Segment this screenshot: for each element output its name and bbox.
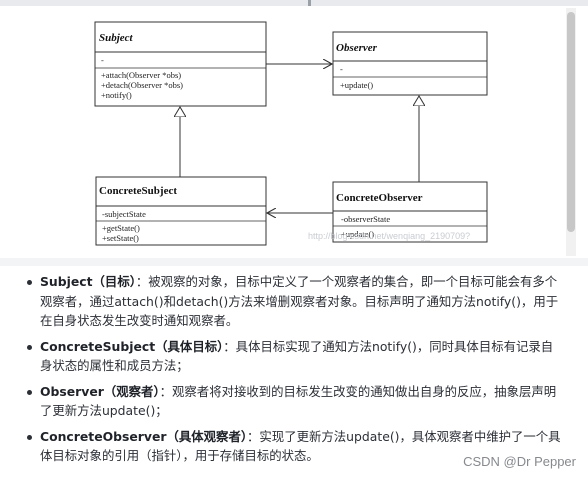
- section-divider: [0, 258, 588, 266]
- list-item-observer: Observer（观察者）：观察者将对接收到的目标发生改变的通知做出自身的反应，…: [27, 382, 562, 421]
- observer-method-update: +update(): [340, 80, 373, 90]
- desc-subject: ：被观察的对象，目标中定义了一个观察者的集合，即一个目标可能会有多个观察者，通过…: [40, 274, 559, 328]
- term-concrete-observer: ConcreteObserver（具体观察者）: [40, 428, 248, 444]
- top-marker: [308, 0, 311, 6]
- term-observer: Observer（观察者）: [40, 383, 160, 399]
- image-watermark: http://blog.csdn.net/wenqiang_2190709?: [308, 231, 470, 241]
- top-divider: [0, 0, 588, 6]
- role-description-list: Subject（目标）：被观察的对象，目标中定义了一个观察者的集合，即一个目标可…: [22, 272, 562, 472]
- class-observer-name: Observer: [336, 42, 378, 54]
- uml-canvas: Subject - +attach(Observer *obs) +detach…: [94, 21, 488, 246]
- class-concrete-observer: ConcreteObserver -observerState +update(…: [332, 181, 488, 243]
- class-subject-name: Subject: [99, 32, 134, 44]
- concrete-subject-method-getstate: +getState(): [102, 223, 140, 233]
- class-concrete-subject: ConcreteSubject -subjectState +getState(…: [95, 176, 267, 246]
- concrete-subject-method-setstate: +setState(): [102, 233, 139, 243]
- subject-attr-0: -: [101, 55, 104, 65]
- term-subject: Subject（目标）: [40, 274, 136, 289]
- subject-method-attach: +attach(Observer *obs): [101, 70, 181, 80]
- subject-method-detach: +detach(Observer *obs): [101, 80, 183, 90]
- class-concrete-subject-name: ConcreteSubject: [99, 185, 177, 197]
- list-item-subject: Subject（目标）：被观察的对象，目标中定义了一个观察者的集合，即一个目标可…: [27, 272, 562, 331]
- desc-concrete-observer: ：实现了更新方法update()，具体观察者中维护了一个具体目标对象的引用（指针…: [40, 428, 561, 464]
- list-item-concrete-observer: ConcreteObserver（具体观察者）：实现了更新方法update()，…: [27, 427, 562, 466]
- list-item-concrete-subject: ConcreteSubject（具体目标）：具体目标实现了通知方法notify(…: [27, 337, 562, 376]
- csdn-credit: CSDN @Dr Pepper: [463, 454, 576, 469]
- class-concrete-observer-name: ConcreteObserver: [336, 192, 423, 204]
- desc-observer: ：观察者将对接收到的目标发生改变的通知做出自身的反应，抽象层声明了更新方法upd…: [40, 383, 557, 419]
- concrete-observer-method-update: +update(): [341, 229, 374, 239]
- concrete-observer-attr-state: -observerState: [341, 214, 390, 224]
- uml-class-diagram: Subject - +attach(Observer *obs) +detach…: [70, 8, 560, 256]
- class-observer: Observer - +update(): [332, 31, 488, 96]
- desc-concrete-subject: ：具体目标实现了通知方法notify()，同时具体目标有记录自身状态的属性和成员…: [40, 338, 554, 374]
- concrete-subject-attr-state: -subjectState: [102, 209, 146, 219]
- subject-method-notify: +notify(): [101, 90, 132, 100]
- scrollbar-thumb[interactable]: [567, 12, 575, 232]
- class-subject: Subject - +attach(Observer *obs) +detach…: [94, 21, 267, 107]
- term-concrete-subject: ConcreteSubject（具体目标）: [40, 338, 224, 354]
- observer-attr-0: -: [340, 64, 343, 74]
